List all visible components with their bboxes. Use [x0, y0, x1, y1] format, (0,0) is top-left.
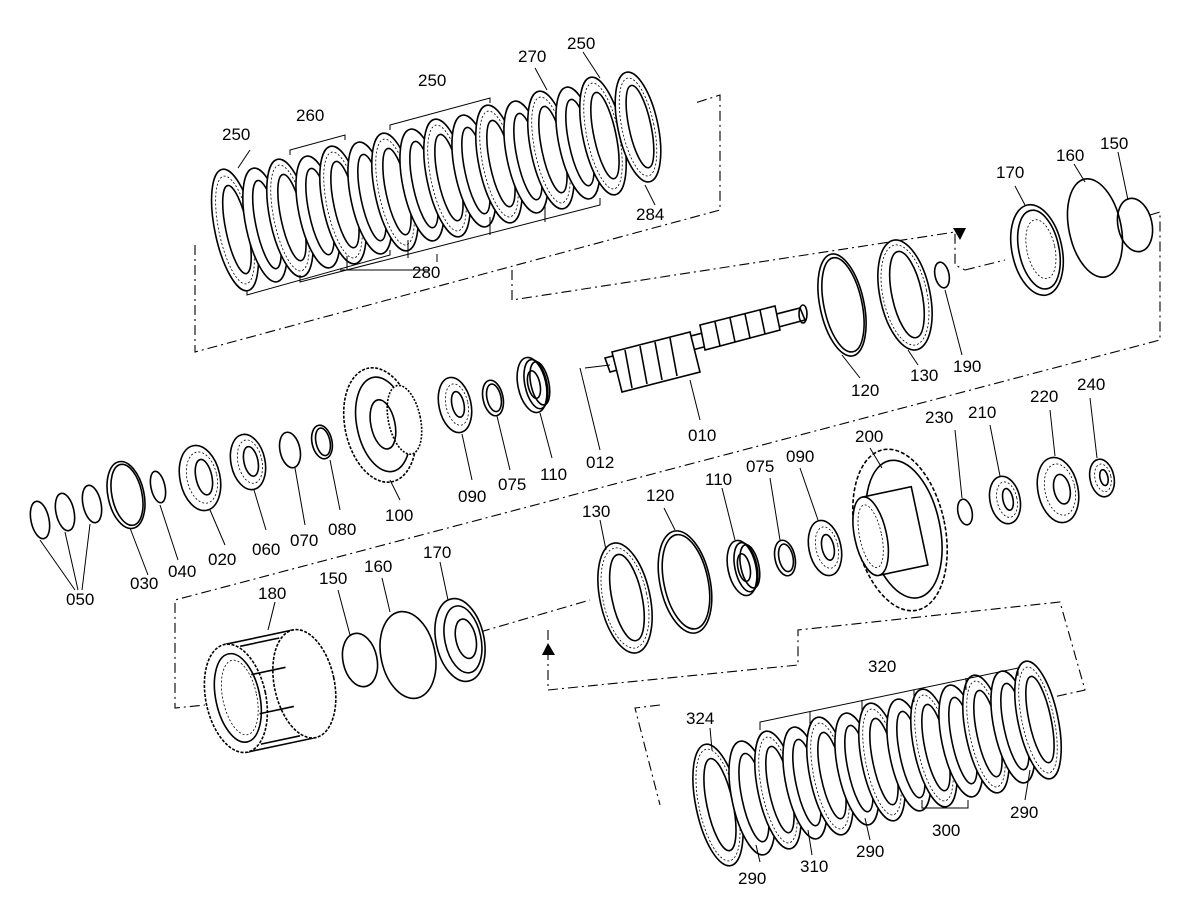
label-010: 010 [688, 426, 716, 445]
label-130: 130 [910, 366, 938, 385]
label-260: 260 [296, 106, 324, 125]
label-075: 075 [746, 457, 774, 476]
label-290: 290 [856, 842, 884, 861]
label-120: 120 [646, 486, 674, 505]
label-090: 090 [458, 487, 486, 506]
label-075: 075 [498, 475, 526, 494]
label-050: 050 [66, 590, 94, 609]
label-090: 090 [786, 447, 814, 466]
label-270: 270 [518, 47, 546, 66]
label-290: 290 [738, 869, 766, 888]
boundary-lines [174, 94, 1161, 806]
label-284: 284 [636, 205, 664, 224]
upper-row-parts [29, 356, 553, 591]
label-230: 230 [925, 408, 953, 427]
label-150: 150 [319, 569, 347, 588]
label-324: 324 [686, 709, 714, 728]
part-labels: 250 260 250 270 250 284 280 170 160 150 … [66, 34, 1128, 888]
label-080: 080 [328, 520, 356, 539]
main-shaft [579, 304, 808, 451]
label-310: 310 [800, 857, 828, 876]
label-110: 110 [705, 470, 732, 489]
label-120: 120 [851, 381, 879, 400]
label-170: 170 [423, 543, 451, 562]
label-160: 160 [1056, 146, 1084, 165]
label-060: 060 [252, 540, 280, 559]
lower-left-parts [203, 561, 486, 754]
label-100: 100 [385, 506, 413, 525]
label-150: 150 [1100, 134, 1128, 153]
label-210: 210 [968, 403, 996, 422]
label-012: 012 [586, 453, 614, 472]
label-070: 070 [290, 531, 318, 550]
label-130: 130 [582, 502, 610, 521]
label-240: 240 [1077, 375, 1105, 394]
label-250: 250 [222, 125, 250, 144]
label-300: 300 [932, 821, 960, 840]
label-200: 200 [855, 427, 883, 446]
label-110: 110 [540, 465, 567, 484]
arrow-marker-bottom [542, 643, 555, 655]
label-160: 160 [364, 557, 392, 576]
label-020: 020 [208, 550, 236, 569]
label-320: 320 [868, 657, 896, 676]
label-280: 280 [412, 263, 440, 282]
label-250: 250 [567, 34, 595, 53]
label-180: 180 [258, 584, 286, 603]
upper-right-parts [817, 151, 1154, 379]
arrow-marker-top [953, 228, 966, 240]
clutch-pack-bottom [692, 660, 1063, 867]
label-250: 250 [418, 71, 446, 90]
label-170: 170 [996, 163, 1024, 182]
label-220: 220 [1030, 387, 1058, 406]
lower-mid-parts [597, 397, 1116, 654]
label-290: 290 [1010, 803, 1038, 822]
label-040: 040 [168, 562, 196, 581]
label-030: 030 [130, 574, 158, 593]
label-190: 190 [953, 357, 981, 376]
clutch-pack-top [210, 51, 662, 296]
